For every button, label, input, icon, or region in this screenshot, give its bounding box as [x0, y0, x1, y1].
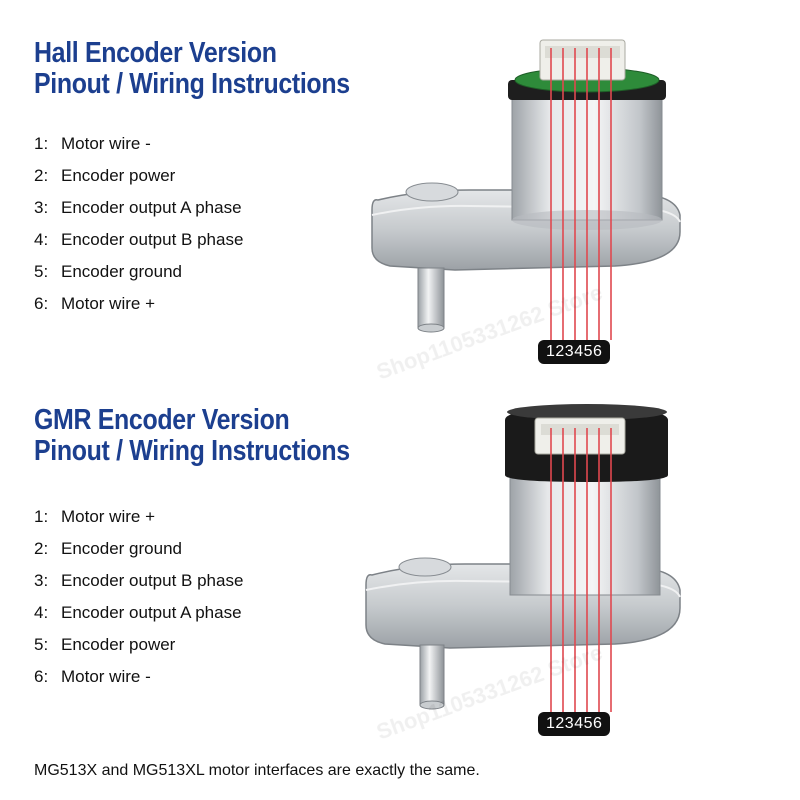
svg-text:Shop1105331262 Store: Shop1105331262 Store: [373, 280, 606, 385]
hall-pin-number-label: 123456: [538, 340, 611, 364]
list-item: 3:Encoder output B phase: [34, 571, 244, 590]
gmr-pin-number-label: 123456: [538, 712, 611, 736]
hall-section-title: Hall Encoder Version Pinout / Wiring Ins…: [34, 37, 350, 101]
list-item: 1:Motor wire +: [34, 507, 155, 526]
gmr-section-title: GMR Encoder Version Pinout / Wiring Inst…: [34, 404, 350, 468]
gmr-title-line1: GMR Encoder Version: [34, 404, 290, 436]
gmr-pin-list: 1:Motor wire + 2:Encoder ground 3:Encode…: [34, 501, 243, 693]
list-item: 6:Motor wire +: [34, 294, 155, 313]
list-item: 2:Encoder ground: [34, 539, 182, 558]
list-item: 4:Encoder output B phase: [34, 230, 244, 249]
hall-title-line2: Pinout / Wiring Instructions: [34, 68, 350, 101]
hall-title-line1: Hall Encoder Version: [34, 37, 277, 69]
footer-note: MG513X and MG513XL motor interfaces are …: [34, 762, 480, 779]
list-item: 4:Encoder output A phase: [34, 603, 242, 622]
gmr-motor-photo: [365, 404, 681, 712]
gmr-title-line2: Pinout / Wiring Instructions: [34, 435, 350, 468]
list-item: 5:Encoder ground: [34, 262, 182, 281]
hall-motor-photo: [371, 39, 681, 340]
list-item: 6:Motor wire -: [34, 667, 151, 686]
list-item: 1:Motor wire -: [34, 134, 151, 153]
list-item: 5:Encoder power: [34, 635, 176, 654]
hall-pin-list: 1:Motor wire - 2:Encoder power 3:Encoder…: [34, 128, 243, 320]
list-item: 3:Encoder output A phase: [34, 198, 242, 217]
list-item: 2:Encoder power: [34, 166, 176, 185]
